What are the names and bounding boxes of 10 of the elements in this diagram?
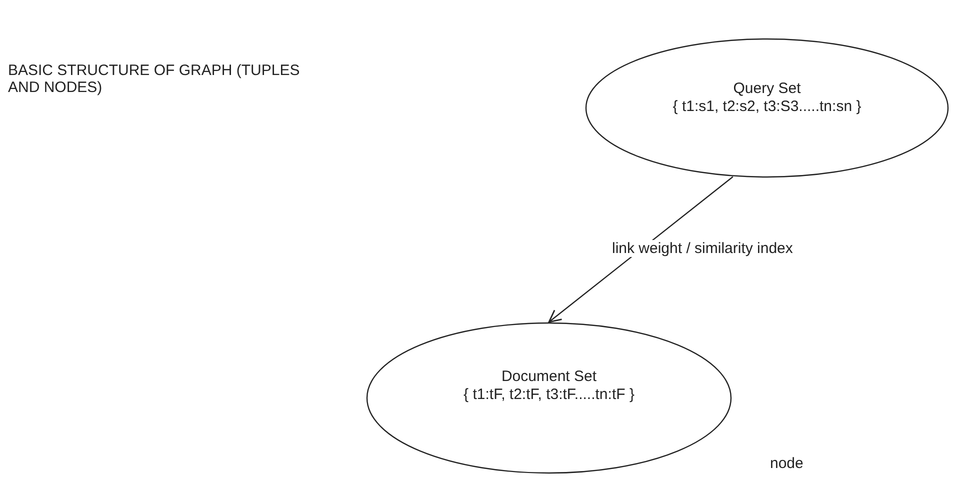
node-tuple-list: { t1:s1, t2:s2, t3:S3.....tn:sn } [672, 98, 862, 116]
ellipse-node [366, 322, 732, 474]
note-label: node [770, 455, 804, 472]
ellipse-node [585, 38, 949, 178]
arrow [548, 176, 734, 323]
diagram-title: BASIC STRUCTURE OF GRAPH (TUPLES AND NODES) [8, 62, 301, 96]
node-tuple-list: { t1:tF, t2:tF, t3:tF.....tn:tF } [464, 386, 634, 404]
node-title: Document Set [501, 368, 597, 386]
edge-label: link weight / similarity index [612, 240, 793, 257]
node-title: Query Set [733, 80, 801, 98]
